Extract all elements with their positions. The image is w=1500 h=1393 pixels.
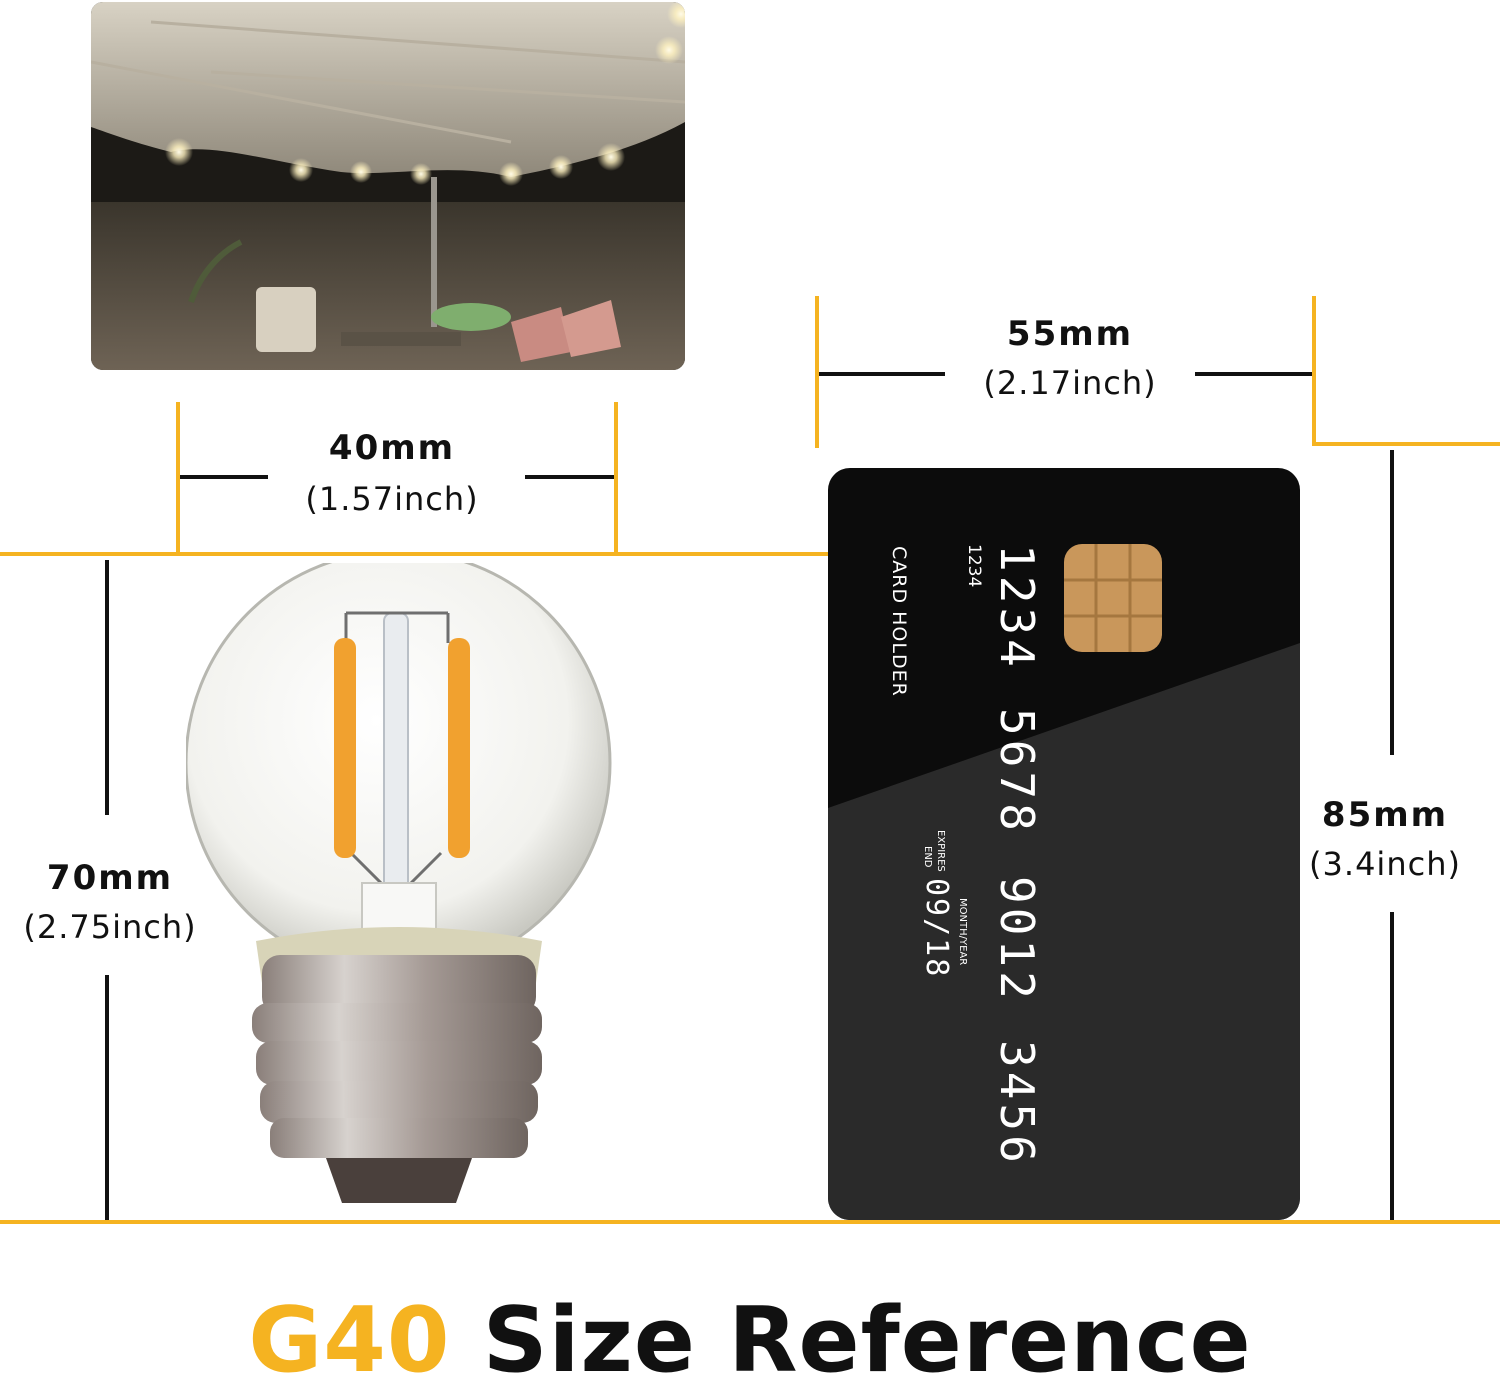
g40-bulb <box>184 549 612 1218</box>
bulb-width-tick-left <box>176 402 180 552</box>
card-width-mm: 55mm <box>1006 314 1134 354</box>
card-width-tick-right <box>1312 296 1316 446</box>
bulb-height-line-bottom <box>105 975 109 1220</box>
bulb-height-inch: (2.75inch) <box>23 908 197 946</box>
card-number-group-1: 1234 <box>990 544 1044 671</box>
card-height-inch: (3.4inch) <box>1309 845 1461 883</box>
card-width-tick-left <box>815 296 819 448</box>
bulb-width-mm: 40mm <box>328 428 456 468</box>
card-end-label: END <box>922 846 933 868</box>
bulb-width-line-right <box>525 475 614 479</box>
bottom-baseline <box>0 1220 1500 1224</box>
credit-card: CARD HOLDER 1234 1234 5678 9012 3456 EXP… <box>828 468 1300 1220</box>
card-height-mm: 85mm <box>1321 795 1449 835</box>
card-expiry-date: 09/18 <box>919 878 954 979</box>
patio-photo <box>91 2 685 370</box>
card-small-number: 1234 <box>964 544 984 588</box>
title-rest: Size Reference <box>482 1288 1252 1393</box>
bulb-width-inch: (1.57inch) <box>305 480 479 518</box>
card-number-group-2: 5678 <box>990 708 1044 835</box>
card-width-line-right <box>1195 372 1312 376</box>
page-title: G40 Size Reference <box>0 1296 1500 1386</box>
card-month-year-label: MONTH/YEAR <box>957 898 968 966</box>
bulb-height-line-top <box>105 560 109 815</box>
card-holder-label: CARD HOLDER <box>888 546 910 697</box>
card-chip <box>1064 544 1162 652</box>
card-number-group-4: 3456 <box>990 1040 1044 1167</box>
bulb-height-mm: 70mm <box>46 858 174 898</box>
bulb-width-line-left <box>180 475 268 479</box>
card-height-line-bottom <box>1390 912 1394 1220</box>
bulb-top-guide <box>0 552 828 556</box>
card-number-group-3: 9012 <box>990 876 1044 1003</box>
card-width-line-left <box>819 372 945 376</box>
card-height-line-top <box>1390 450 1394 755</box>
card-top-guide <box>1312 442 1500 446</box>
title-accent: G40 <box>248 1288 451 1393</box>
bulb-width-tick-right <box>614 402 618 552</box>
card-expires-label: EXPIRES <box>935 830 946 872</box>
card-width-inch: (2.17inch) <box>983 364 1157 402</box>
